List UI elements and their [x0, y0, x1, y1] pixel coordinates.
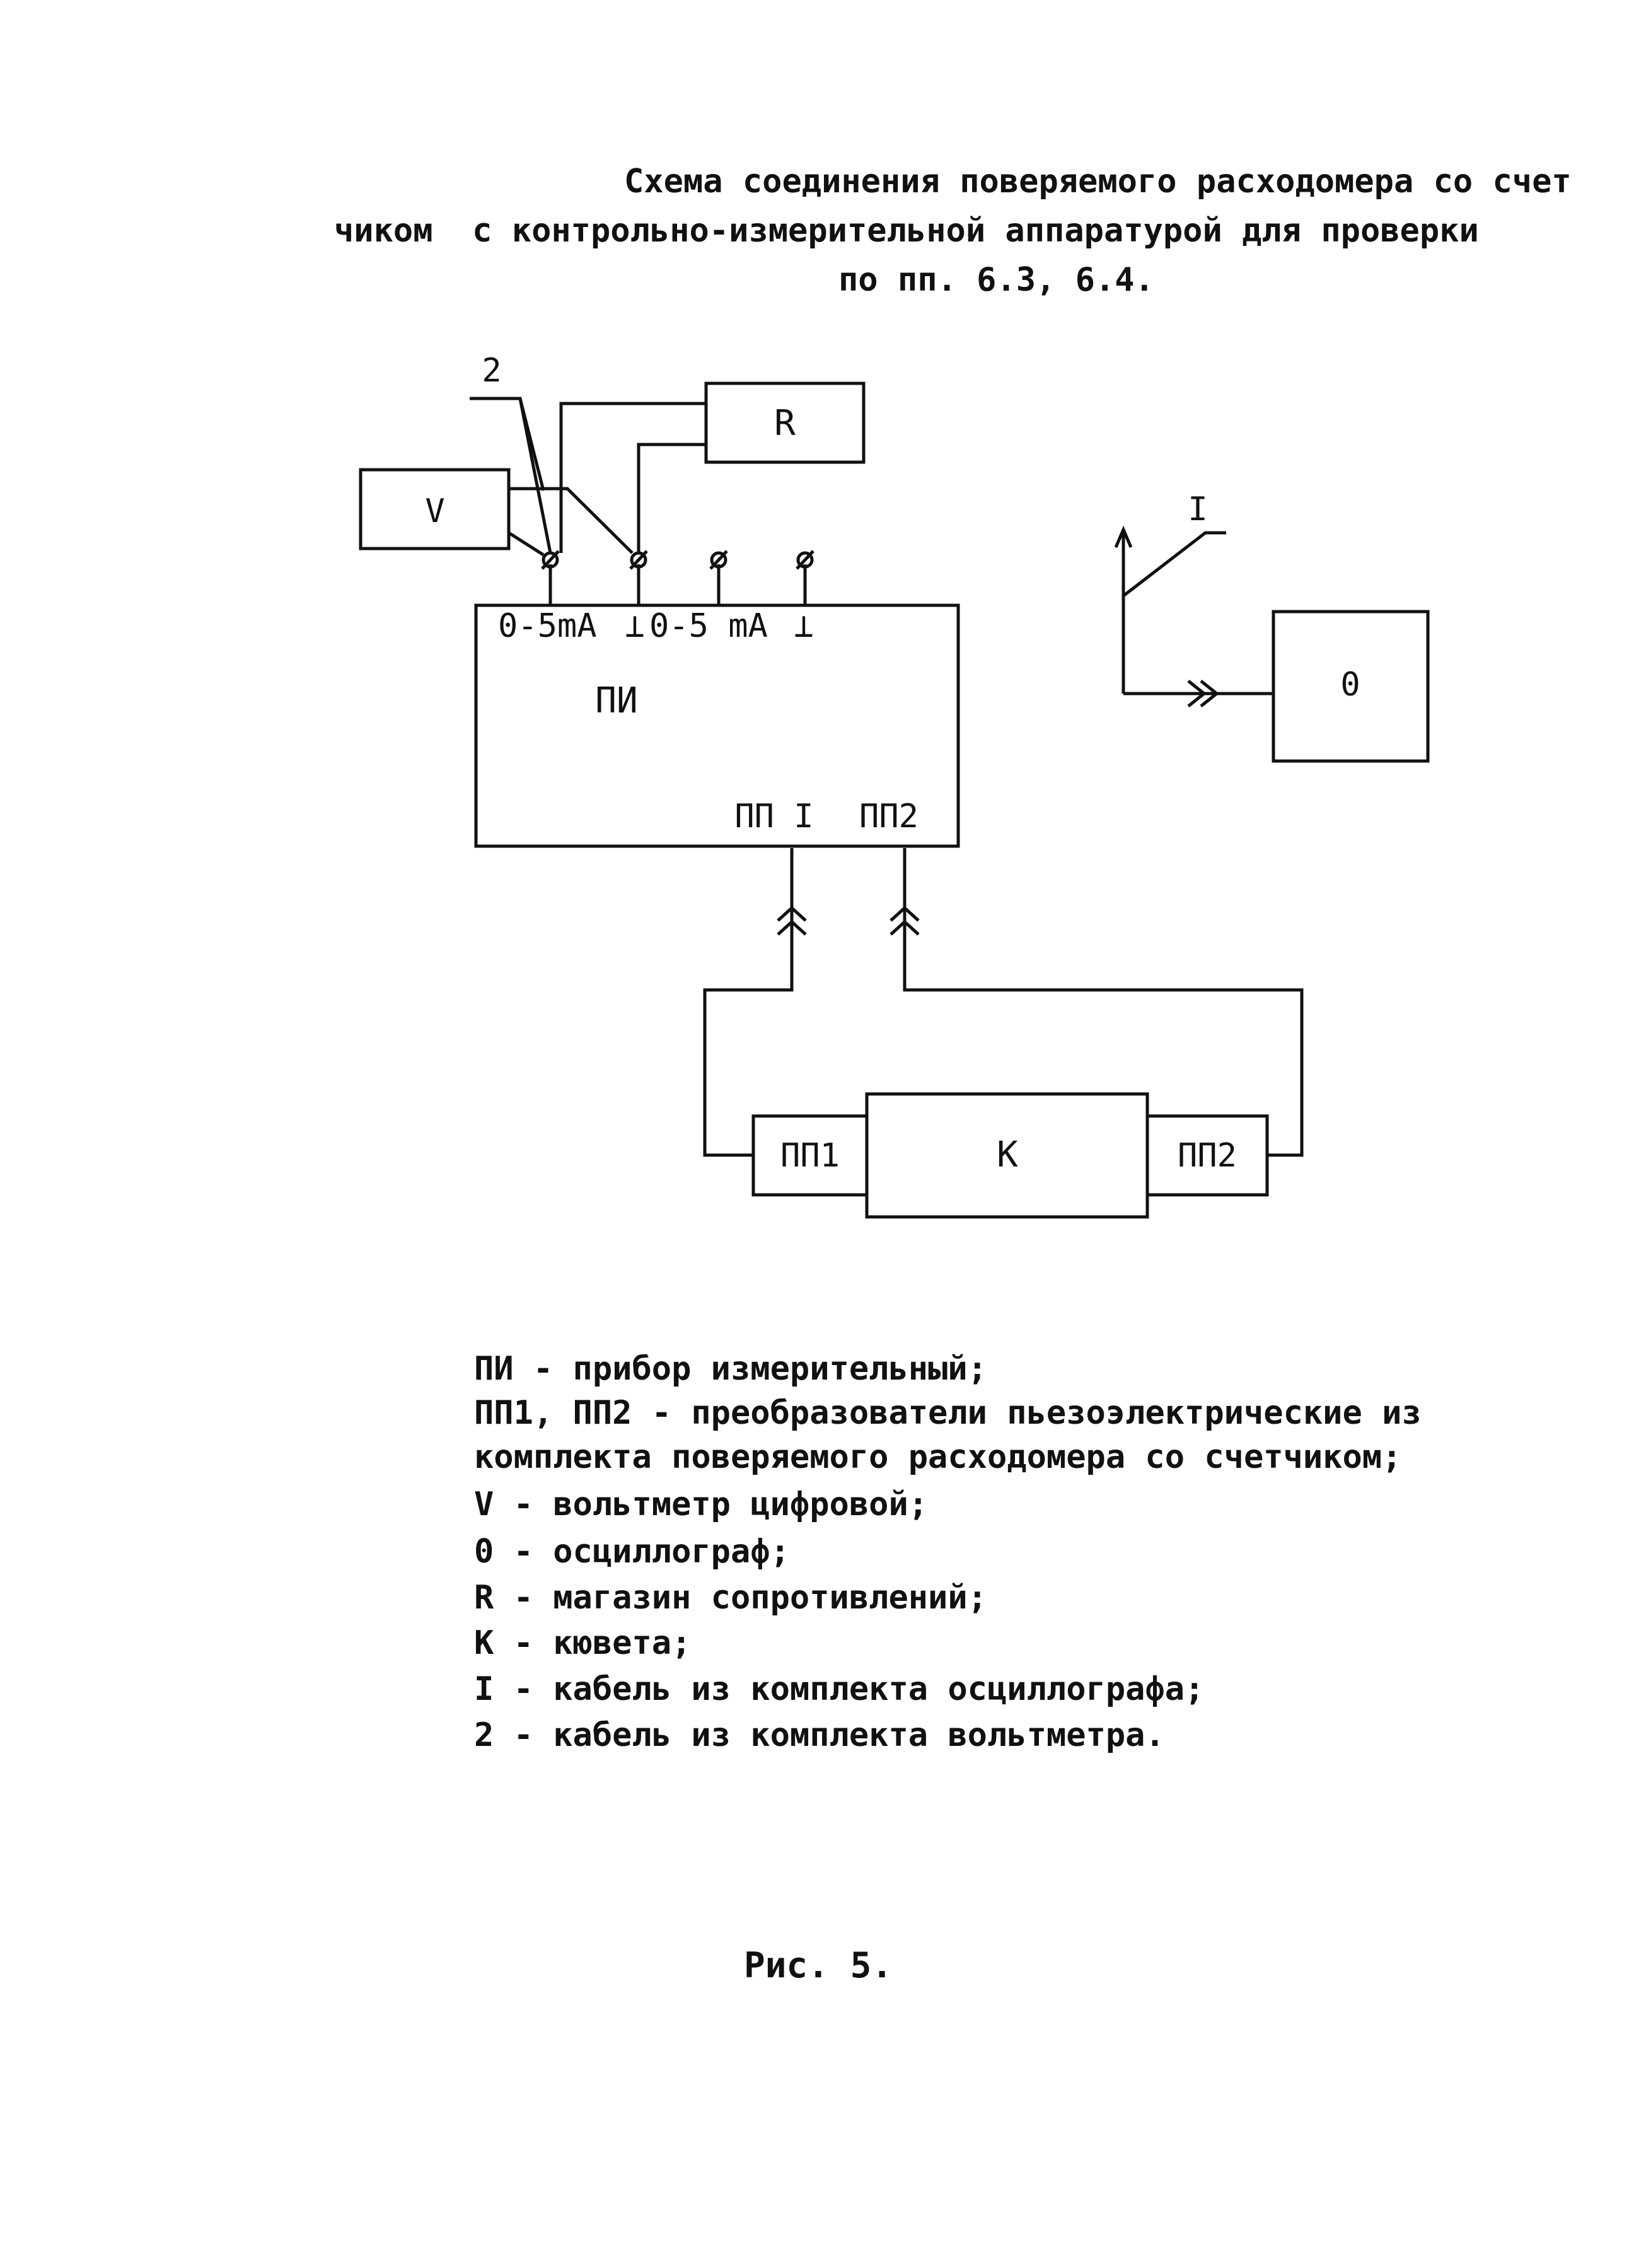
measurement-wires: [507, 402, 706, 557]
voltmeter-block: [359, 468, 511, 550]
port-pp2-label: ПП2: [859, 798, 919, 835]
title-line-2: чиком с контрольно-измерительной аппарат…: [334, 212, 1479, 250]
terminal-range-1-label: 0-5mA: [498, 607, 597, 645]
oscilloscope-cable: [1114, 525, 1273, 707]
resistance-box-label: R: [774, 403, 796, 444]
figure-caption: Рис. 5.: [744, 1945, 893, 1986]
resistance-box-block: [704, 381, 866, 464]
connection-diagram: R V ПИ 0-5mA ⊥ 0-5 mA ⊥ ПП I ПП2 2: [359, 352, 1430, 1219]
transducer-pp2-label: ПП2: [1178, 1137, 1237, 1175]
terminal-ground-1-label: ⊥: [625, 607, 644, 645]
legend-item-v: V - вольтметр цифровой;: [474, 1486, 929, 1523]
cuvette-label: К: [997, 1134, 1018, 1175]
legend-item-pp: ПП1, ПП2 - преобразователи пьезоэлектрич…: [474, 1394, 1422, 1432]
legend-item-k: К - кювета;: [474, 1624, 692, 1662]
cable-I-label: I: [1188, 491, 1207, 528]
voltmeter-cable: [470, 397, 552, 554]
legend-item-pi: ПИ - прибор измерительный;: [474, 1350, 987, 1388]
port-pp1-label: ПП I: [734, 798, 813, 835]
terminal-ground-2-label: ⊥: [794, 607, 813, 645]
terminal-posts: [541, 550, 814, 605]
voltmeter-label: V: [425, 492, 444, 530]
title-line-3: по пп. 6.3, 6.4.: [838, 261, 1154, 299]
legend-item-pp-continued: комплекта поверяемого расходомера со сче…: [474, 1438, 1402, 1476]
title-line-1: Схема соединения поверяемого расходомера…: [624, 163, 1572, 201]
oscilloscope-label: 0: [1340, 666, 1360, 704]
terminal-range-2-label: 0-5 mA: [649, 607, 768, 645]
cable-2-label: 2: [482, 352, 501, 390]
measuring-instrument-label: ПИ: [595, 680, 637, 721]
legend-item-cable-1: I - кабель из комплекта осциллографа;: [474, 1670, 1205, 1708]
legend-item-o: 0 - осциллограф;: [474, 1533, 790, 1571]
transducer-cables: [703, 848, 1304, 1157]
transducer-pp1-label: ПП1: [780, 1137, 840, 1175]
legend-item-r: R - магазин сопротивлений;: [474, 1579, 987, 1617]
oscilloscope-block: [1272, 610, 1430, 763]
legend-item-cable-2: 2 - кабель из комплекта вольтметра.: [474, 1716, 1165, 1754]
